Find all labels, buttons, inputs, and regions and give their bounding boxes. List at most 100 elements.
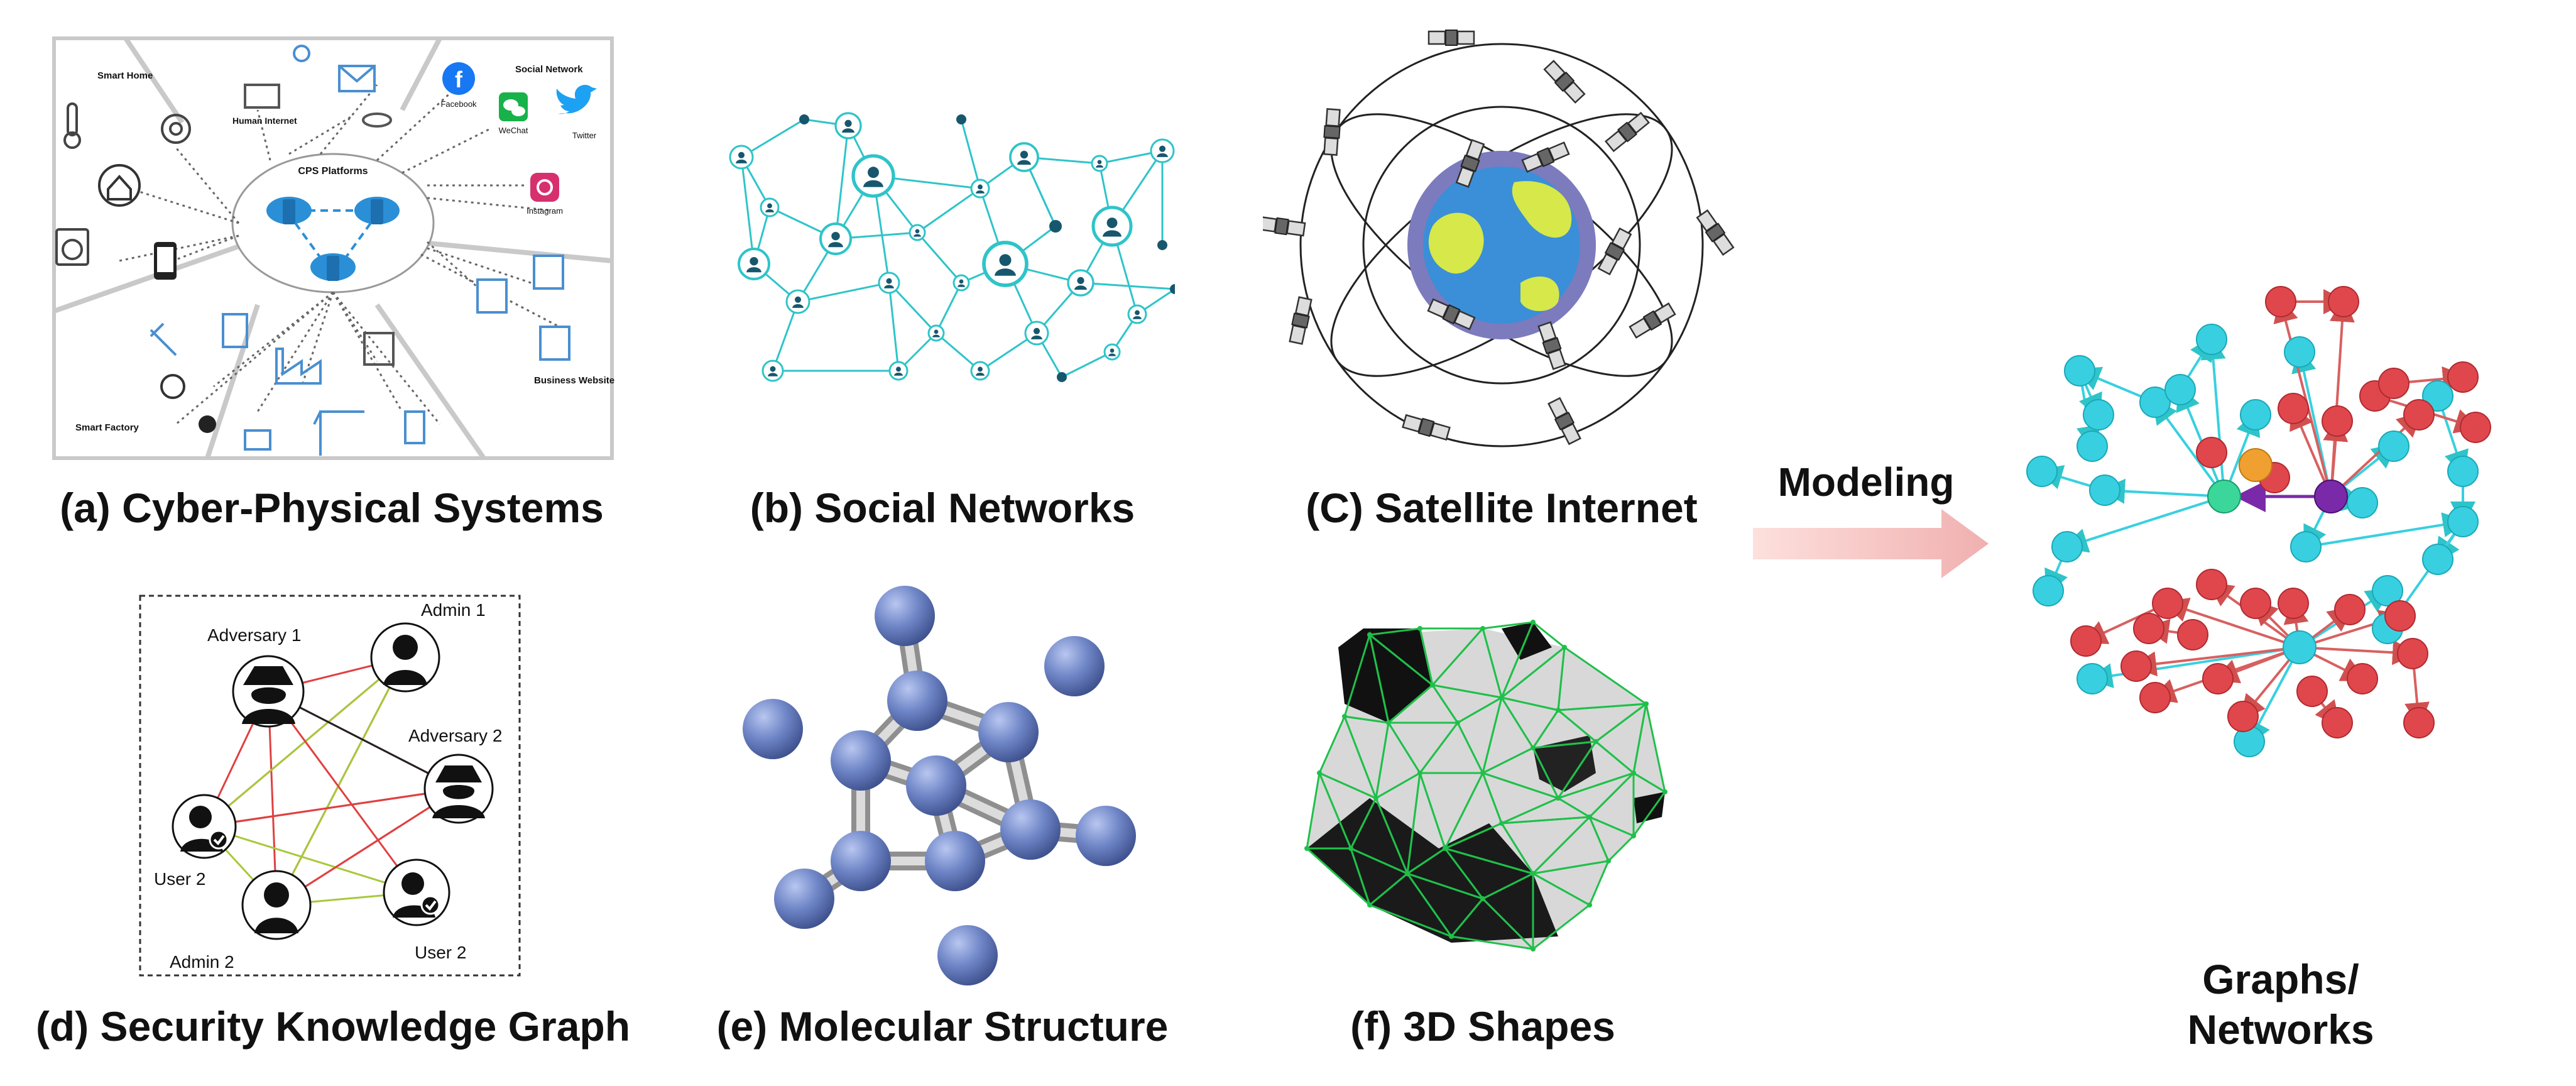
person-body (894, 372, 903, 376)
person-icon (738, 151, 745, 158)
person-body (1074, 285, 1087, 290)
mesh-vertex (1480, 896, 1485, 901)
mesh-face (1349, 796, 1409, 875)
mesh-vertex (1386, 720, 1391, 725)
person-body (736, 159, 747, 163)
caption-cps: (a) Cyber-Physical Systems (60, 485, 604, 531)
panel-molecular-structure (743, 586, 1136, 985)
orbit-outer (1299, 43, 1704, 447)
mesh-vertex (1373, 796, 1378, 801)
satellite-icon (1402, 414, 1451, 441)
social-edge (740, 156, 755, 265)
person-body (768, 373, 778, 376)
person-body (1108, 353, 1116, 356)
person-body (792, 304, 804, 308)
person-body (1157, 153, 1168, 157)
crane-icon (313, 410, 364, 456)
satellite-icon (1427, 298, 1476, 331)
tools-icon (150, 322, 177, 356)
mesh-vertex (1304, 846, 1309, 851)
molecule-atom (774, 869, 834, 929)
social-dot (1049, 220, 1062, 233)
graph-node-cyan (2422, 544, 2453, 575)
panda-shadow (1307, 798, 1558, 943)
panel-cps: CPS Platforms Smart Home Human Internet (52, 36, 614, 460)
social-network-label: Social Network (515, 64, 583, 75)
graph-node-cyan (2372, 575, 2403, 606)
spy-icon (242, 666, 295, 724)
graph-node-cyan (2089, 474, 2120, 506)
user-icon (264, 882, 289, 908)
satellite-icon (1263, 216, 1306, 237)
mesh-vertex (1556, 708, 1561, 713)
mesh-vertex (1499, 695, 1504, 700)
person-body (976, 190, 985, 194)
social-dot (956, 114, 966, 124)
person-icon (1033, 327, 1040, 334)
graph-node-hub-cyan (2283, 630, 2317, 664)
modeling-arrow (1753, 509, 1989, 578)
graph-node-cyan (2447, 506, 2479, 537)
graph-edge-red (2131, 646, 2300, 677)
graph-node-red (2460, 412, 2491, 443)
graph-edge-red (2163, 598, 2300, 649)
graph-node-red (2334, 594, 2366, 625)
facebook-label: Facebook (440, 99, 477, 109)
graph-node-red (2278, 393, 2309, 424)
social-edge (1061, 351, 1113, 378)
person-icon (831, 231, 840, 241)
graph-node-cyan (2240, 399, 2271, 431)
molecule-atom (1000, 799, 1061, 860)
social-edge (1080, 282, 1175, 290)
social-edge (960, 119, 981, 189)
person-icon (1077, 277, 1084, 284)
satellite-icon (1323, 108, 1341, 156)
graph-node-cyan (2026, 456, 2058, 487)
person-icon (915, 229, 920, 234)
factory-icon (275, 348, 322, 385)
person-icon (1106, 217, 1118, 228)
admin1-label: Admin 1 (421, 600, 486, 620)
graph-node-red (2384, 600, 2416, 632)
wechat-label: WeChat (499, 126, 528, 135)
business-website-label: Business Website (534, 375, 614, 386)
panel-graph-network (2026, 286, 2491, 757)
washer-icon (55, 228, 89, 266)
social-dot (1170, 284, 1175, 294)
graph-node-red (2196, 569, 2227, 600)
mesh-vertex (1556, 796, 1561, 801)
molecule-atom (978, 702, 1039, 762)
modeling-label: Modeling (1777, 459, 1955, 505)
person-body (1096, 165, 1103, 168)
satellite-group (1263, 30, 1735, 446)
mesh-vertex (1631, 833, 1636, 838)
person-icon (978, 366, 983, 372)
mesh-vertex (1606, 858, 1611, 864)
mesh-vertex (1417, 626, 1422, 631)
building-icon (222, 313, 248, 348)
graph-node-red (2177, 619, 2208, 650)
graph-node-red (2296, 676, 2328, 707)
molecule-atom (887, 671, 947, 731)
graph-node-cyan (2284, 336, 2315, 368)
person-body (1017, 160, 1031, 165)
graph-node-red (2397, 638, 2428, 669)
user-icon (189, 806, 212, 828)
person-icon (959, 279, 964, 284)
graph-node-red (2139, 682, 2171, 713)
graph-node-cyan (2083, 399, 2114, 431)
mesh-vertex (1593, 739, 1598, 744)
orbit-inner (1362, 106, 1641, 385)
mesh-vertex (1367, 902, 1372, 908)
panel-satellite-internet (1263, 30, 1735, 447)
graph-node-red (2278, 588, 2309, 619)
graph-edge-cyan (2152, 398, 2225, 498)
mesh-vertex (1449, 934, 1454, 939)
graph-node-cyan (2196, 324, 2227, 355)
graph-node-cyan (2077, 663, 2108, 694)
person-icon (1135, 310, 1140, 315)
person-icon (886, 278, 892, 284)
social-dot (1057, 372, 1067, 382)
graph-node-cyan (2290, 531, 2322, 562)
mesh-vertex (1562, 645, 1567, 650)
